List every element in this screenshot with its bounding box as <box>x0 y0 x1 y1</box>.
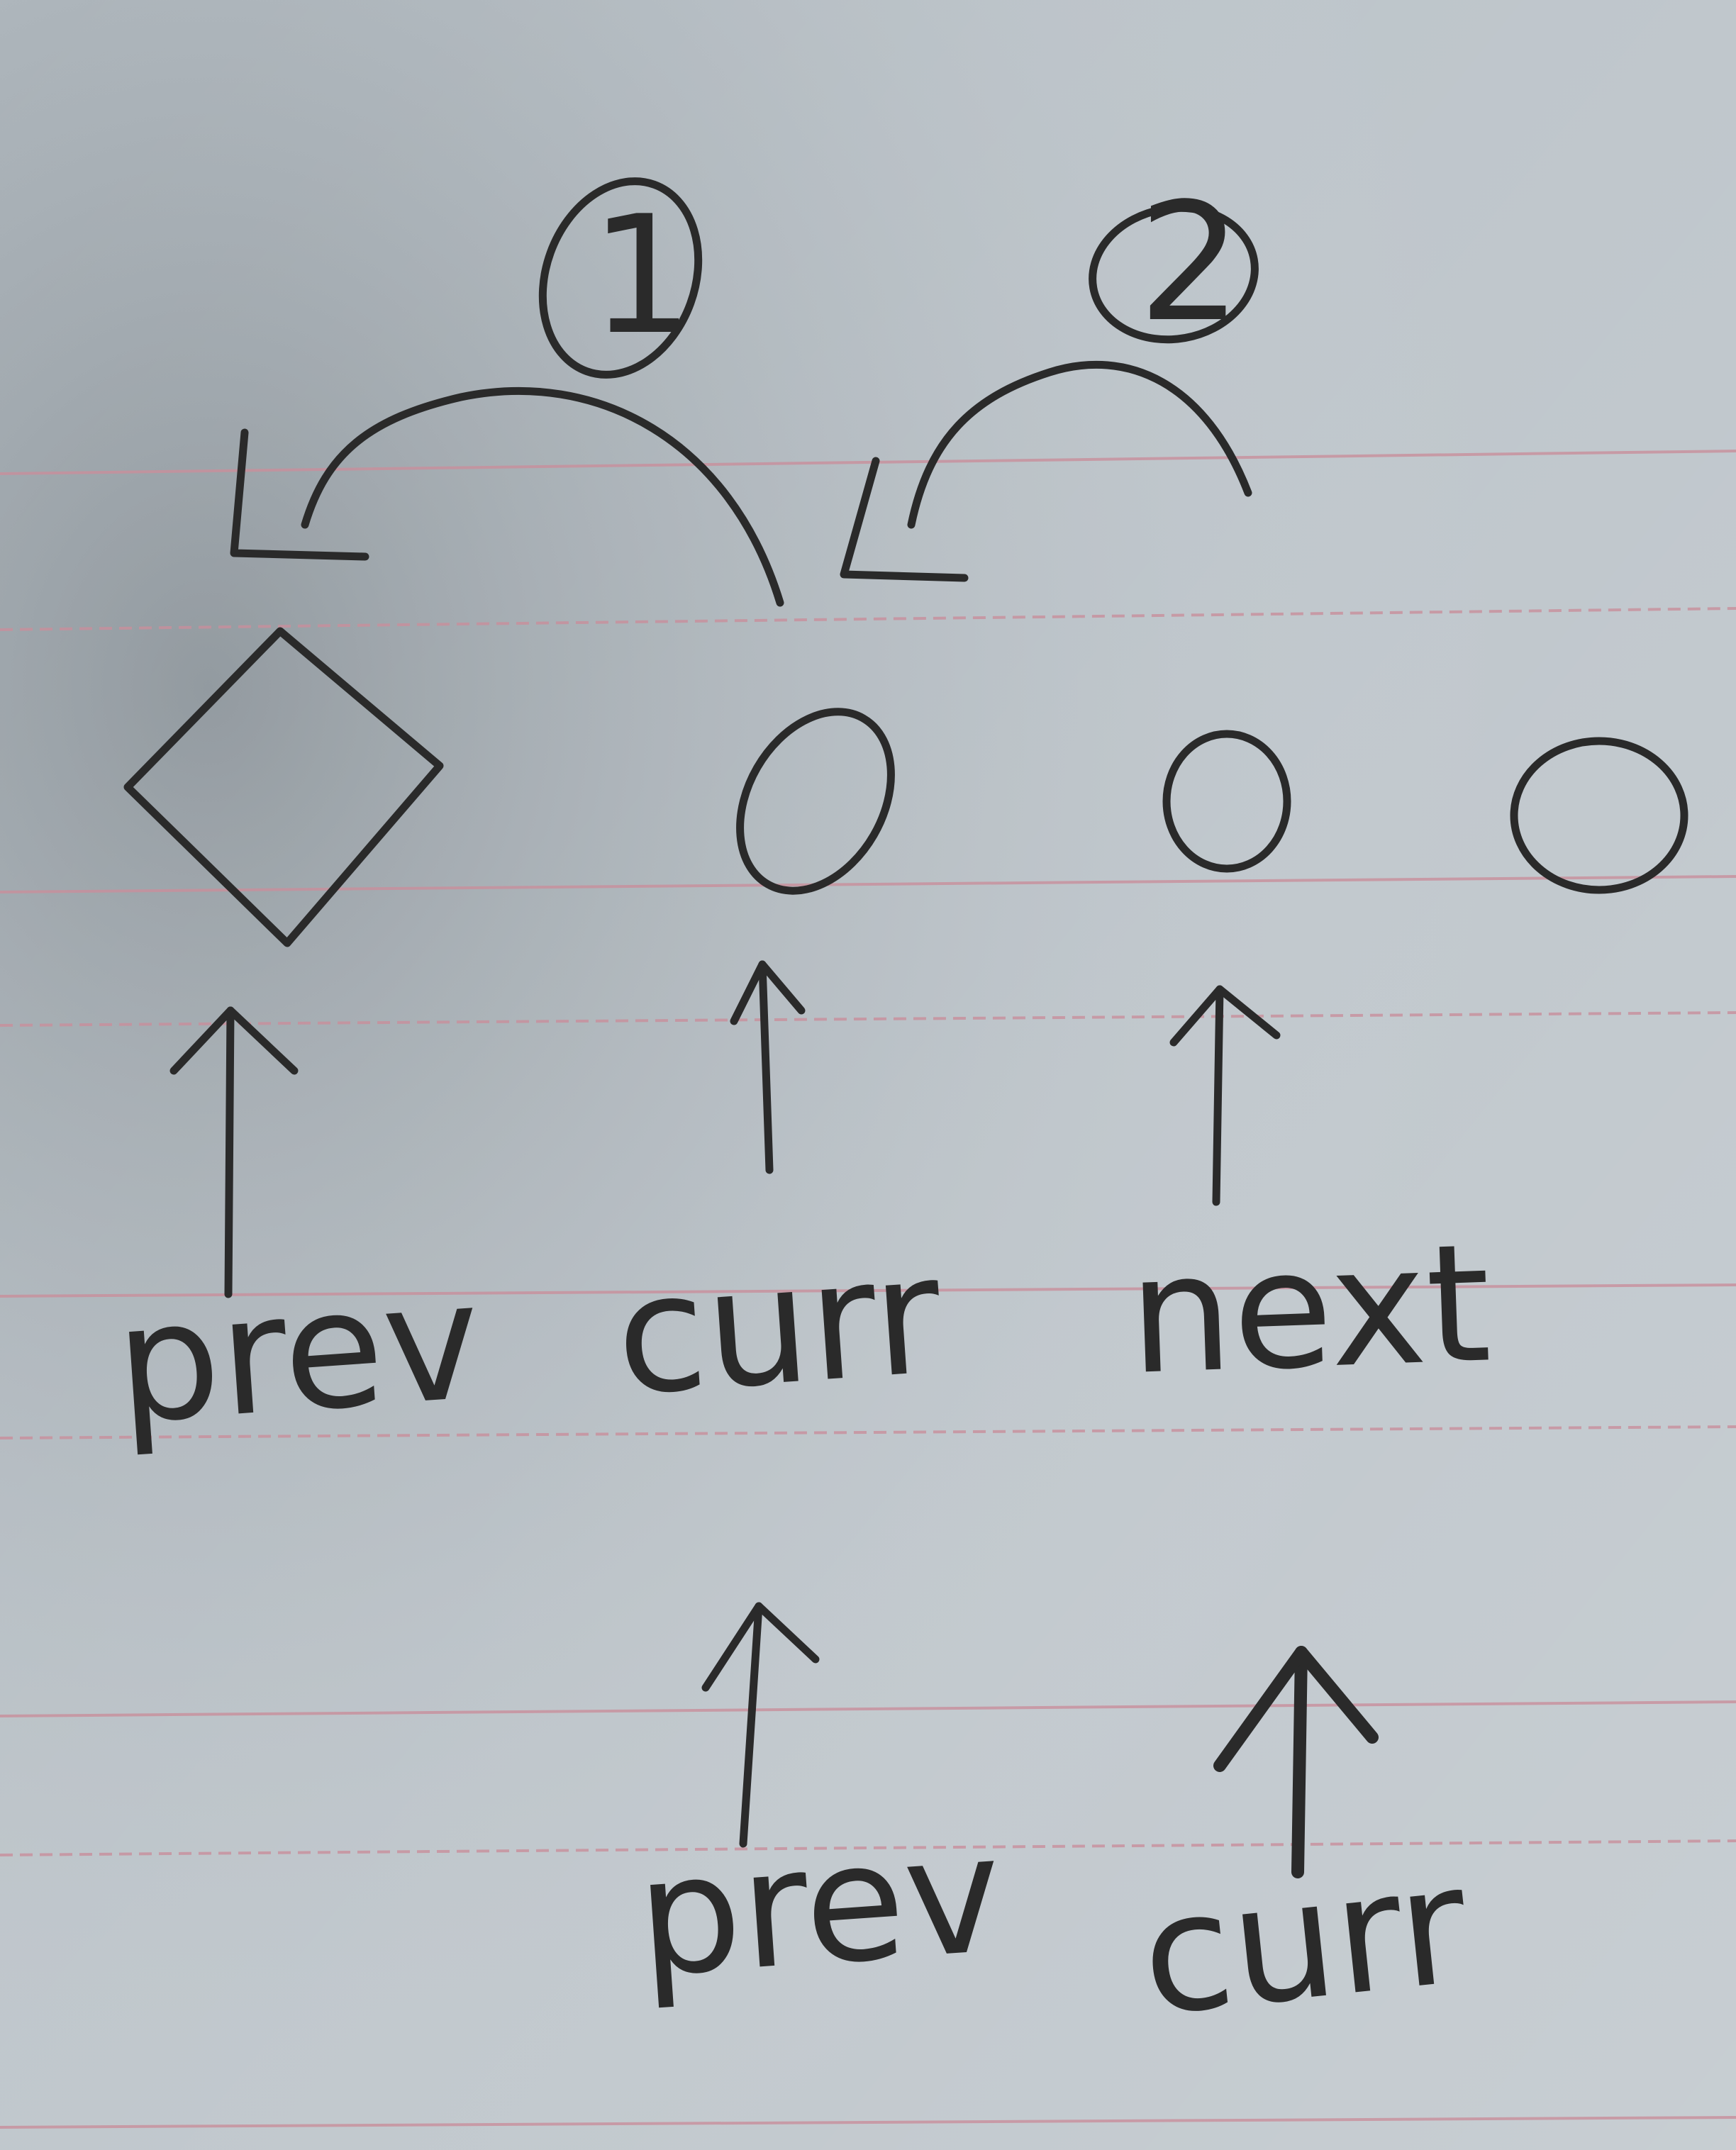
arc-arrow-2-head <box>840 457 969 582</box>
label-next-1: next <box>1126 1209 1494 1411</box>
rule-line <box>0 450 1736 475</box>
label-curr-2: curr <box>1133 1830 1476 2052</box>
pointer-arrow-prev-2 <box>701 1602 820 1848</box>
arc-arrow-2-curve <box>907 360 1252 529</box>
label-prev-1: prev <box>110 1247 486 1461</box>
node-diamond-shape <box>123 627 444 947</box>
step-marker-2-label: 2 <box>1138 169 1242 358</box>
rule-line <box>0 1283 1736 1298</box>
step-marker-1: 1 <box>538 177 703 379</box>
arrow-head <box>1213 1646 1379 1772</box>
ruled-lines <box>0 450 1736 2129</box>
arrow-head <box>1169 985 1281 1047</box>
node-diamond <box>123 627 444 947</box>
rule-line <box>0 875 1736 893</box>
rule-line <box>0 1839 1736 1856</box>
arrow-head <box>730 960 806 1025</box>
arc-arrow-1-curve <box>301 386 784 607</box>
pointer-arrow-curr-1 <box>730 960 806 1174</box>
pointer-arrow-next-1 <box>1169 985 1281 1206</box>
step-marker-1-circle <box>538 177 703 379</box>
node-circle-2 <box>1162 730 1291 873</box>
step-marker-1-label: 1 <box>590 182 694 371</box>
rule-line <box>0 1425 1736 1439</box>
node-circle-3 <box>1510 737 1688 894</box>
step-marker-2: 2 <box>1089 169 1259 358</box>
arrow-head <box>701 1602 820 1692</box>
rule-line <box>0 2116 1736 2129</box>
arc-arrow-2 <box>840 360 1252 582</box>
step-marker-2-circle <box>1089 204 1259 344</box>
label-prev-2: prev <box>631 1800 1008 2014</box>
rule-line <box>0 1011 1736 1027</box>
label-curr-1: curr <box>610 1221 947 1432</box>
arrow-shaft <box>1291 1646 1308 1878</box>
node-circle-1 <box>736 708 895 895</box>
arrow-shaft <box>758 960 774 1174</box>
arc-arrow-1 <box>230 386 784 607</box>
pointer-arrow-prev-1 <box>169 1006 299 1298</box>
rule-line <box>0 1700 1736 1717</box>
arrow-shaft <box>1212 985 1224 1206</box>
arrow-shaft <box>739 1602 763 1848</box>
arrow-head <box>169 1006 299 1075</box>
rule-line <box>0 607 1736 631</box>
pointer-arrow-curr-2 <box>1213 1646 1379 1878</box>
arc-arrow-1-head <box>230 428 369 561</box>
arrow-shaft <box>224 1006 235 1298</box>
